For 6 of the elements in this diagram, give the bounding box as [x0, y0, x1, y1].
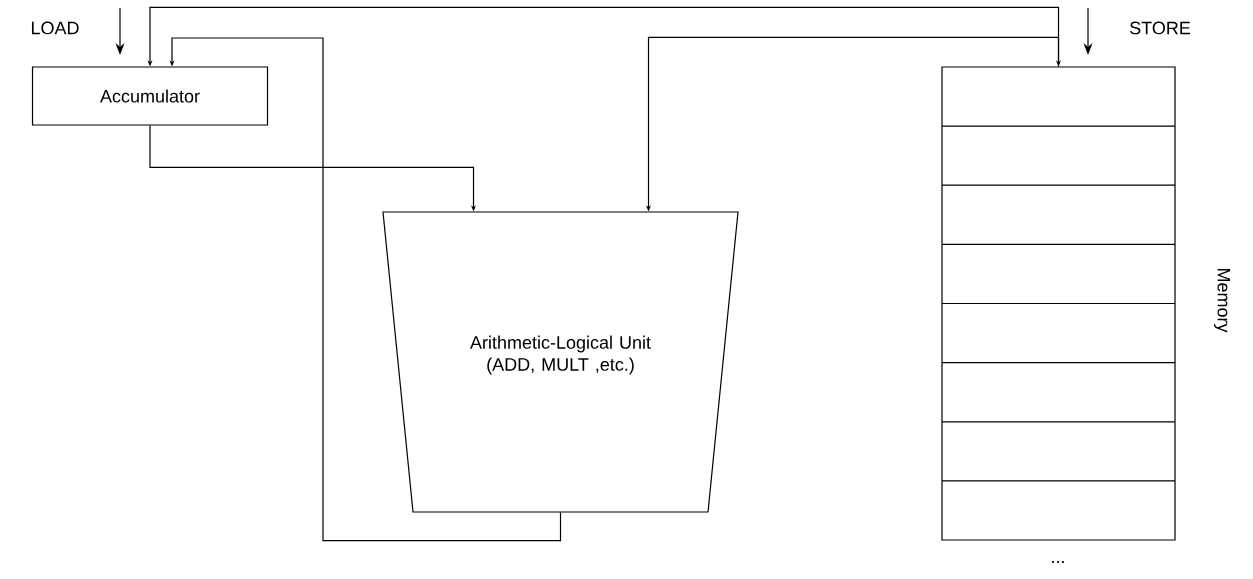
- alu-trapezoid: Arithmetic-Logical Unit (ADD, MULT ,etc.): [382, 211, 739, 513]
- signal-label: STORE: [1130, 21, 1191, 35]
- signal-label: LOAD: [31, 21, 79, 35]
- memory-label: Memory: [1213, 269, 1231, 333]
- accumulator-box: Accumulator: [31, 66, 269, 126]
- ellipsis-mark: ...: [1052, 561, 1064, 563]
